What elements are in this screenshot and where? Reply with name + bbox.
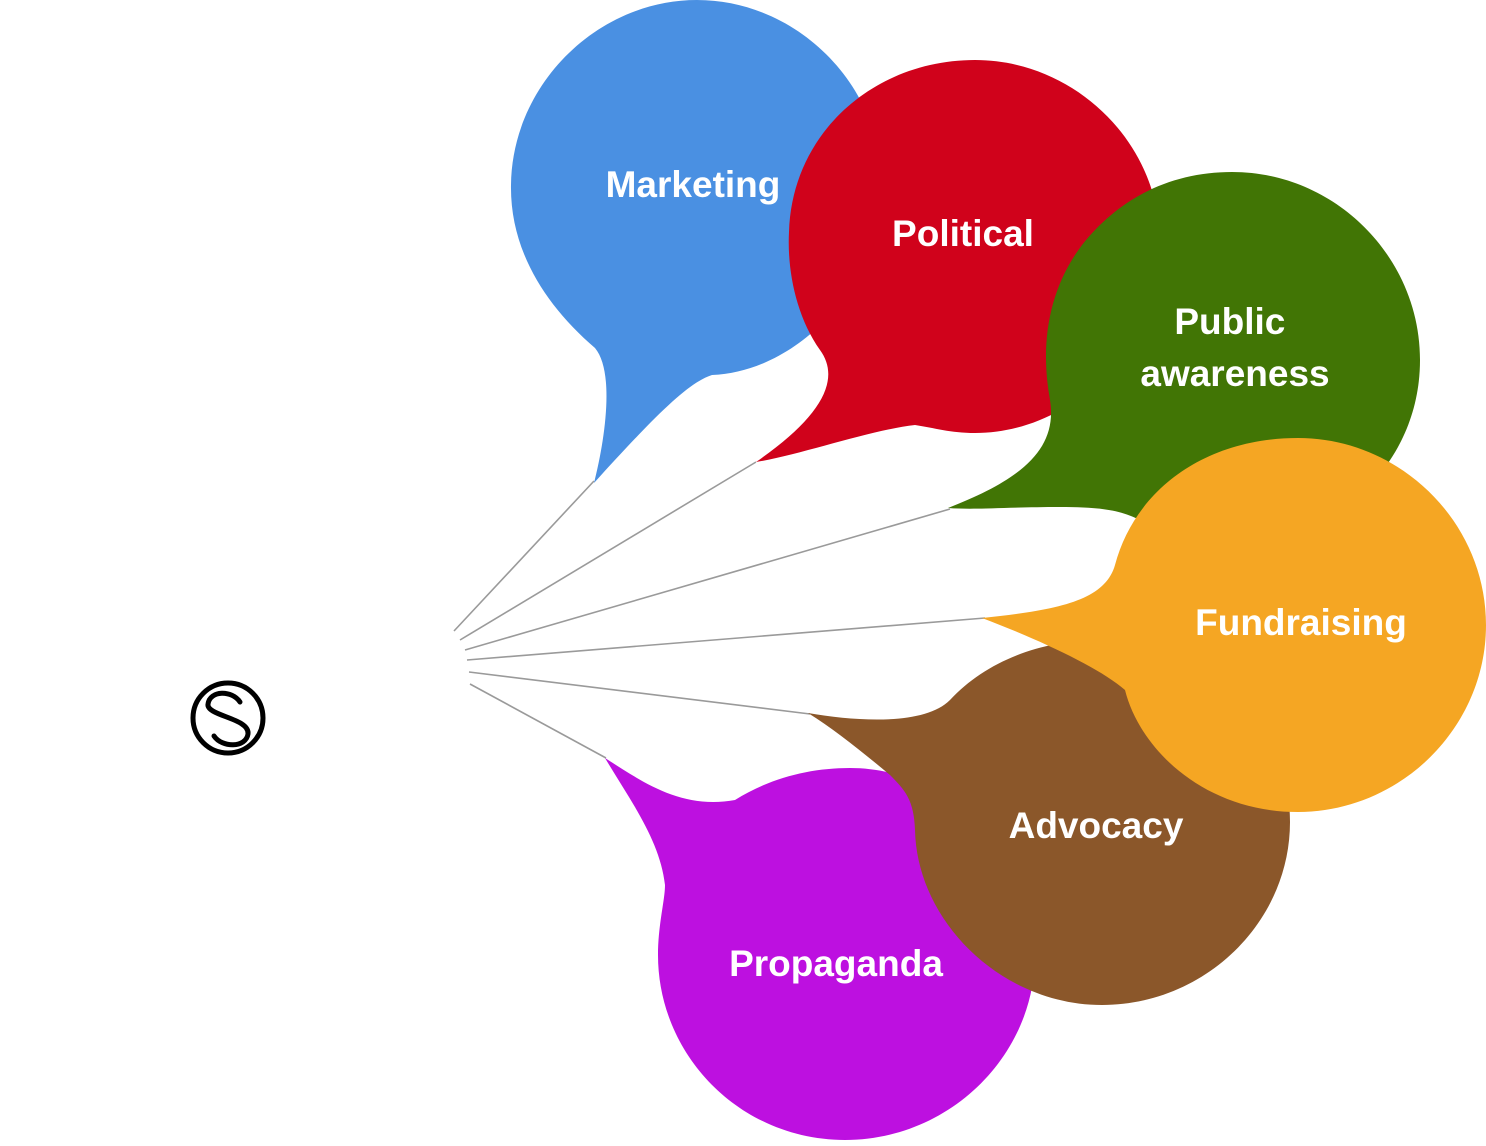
connector-marketing — [453, 480, 595, 632]
connector-lines — [453, 461, 986, 759]
bubble-fundraising-shape — [982, 438, 1486, 812]
bubble-political-line-1: Political — [892, 213, 1034, 254]
logo-ring — [190, 680, 266, 756]
bubble-propaganda-line-1: Propaganda — [729, 943, 943, 984]
bubble-fundraising-line-1: Fundraising — [1195, 602, 1407, 643]
bubble-marketing-line-1: Marketing — [606, 164, 781, 205]
bubble-marketing: Marketing — [510, 0, 882, 483]
circled-s-logo — [190, 680, 266, 756]
bubble-political-label: Political — [892, 213, 1034, 254]
bubble-public-awareness-label: Public awareness — [1140, 301, 1329, 394]
bubble-advocacy-label: Advocacy — [1009, 805, 1184, 846]
bubble-fundraising-label: Fundraising — [1195, 602, 1407, 643]
connector-fundraising — [466, 617, 986, 661]
bubble-marketing-shape — [510, 0, 882, 483]
connector-public-awareness — [464, 508, 951, 651]
bubble-advocacy-line-1: Advocacy — [1009, 805, 1184, 846]
connector-advocacy — [468, 671, 811, 715]
bubble-propaganda-label: Propaganda — [729, 943, 943, 984]
connector-political — [459, 461, 757, 641]
connector-propaganda — [469, 683, 607, 759]
logo-s-stroke — [205, 690, 251, 748]
bubble-public-awareness-line-1: Public — [1174, 301, 1285, 342]
bubble-public-awareness-line-2: awareness — [1140, 353, 1329, 394]
bubble-fundraising: Fundraising — [982, 438, 1486, 812]
bubble-marketing-label: Marketing — [606, 164, 781, 205]
